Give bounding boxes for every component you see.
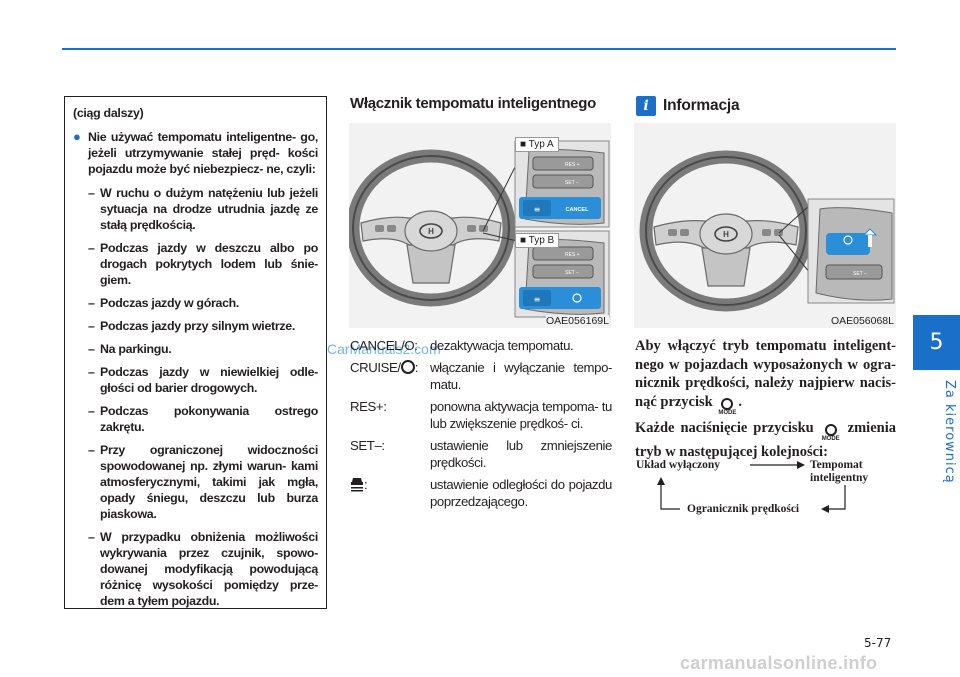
info-paragraph-2: Każde naciśnięcie przycisku MODE zmienia…: [635, 419, 896, 460]
definition-term: :: [350, 476, 430, 510]
definition-desc: ustawienie lub zmniejszenie prędkości.: [430, 438, 612, 470]
cycle-arrows: [657, 461, 846, 513]
vehicle-distance-icon: [351, 478, 363, 492]
watermark: CarManuals2.com: [327, 341, 441, 357]
warning-bullet: ● Nie używać tempomatu inteligentne- go,…: [73, 129, 318, 177]
page-number: 5-77: [864, 636, 892, 650]
svg-text:SET −: SET −: [565, 270, 579, 276]
cruise-mode-icon: [400, 360, 415, 374]
mode-button-icon: MODE: [718, 397, 736, 417]
chapter-number-tab[interactable]: 5: [913, 315, 960, 370]
list-item: –Na parkingu.: [88, 342, 172, 356]
steering-wheel-mode-illustration: H SET −: [639, 150, 895, 312]
definition-desc: ustawienie odległości do pojazdu poprzed…: [430, 477, 612, 509]
set-label-2: SET −: [853, 271, 867, 277]
cycle-speed-limiter: Ogranicznik prędkości: [687, 503, 800, 515]
cycle-smart-cruise: Tempomat inteligentny: [810, 459, 869, 484]
definition-term: CRUISE/:: [350, 360, 418, 375]
figure-code: OAE056169L: [545, 315, 609, 327]
list-item: –Podczas jazdy przy silnym wietrze.: [88, 319, 296, 333]
definition-term: RES+:: [350, 399, 387, 414]
steering-wheel-figure: H RES + SET − ≡ CANCEL RES + SET − ≡ ■ T…: [349, 123, 611, 328]
definition-row: CRUISE/: włączanie i wyłączanie tempo- m…: [350, 359, 612, 393]
svg-text:H: H: [428, 227, 434, 236]
definition-row: SET–: ustawienie lub zmniejszenie prędko…: [350, 437, 612, 471]
switch-definitions: CANCEL/O: dezaktywacja tempomatu. CRUISE…: [350, 337, 612, 515]
warning-continued-box: (ciąg dalszy) ● Nie używać tempomatu int…: [64, 96, 327, 609]
type-b-label: ■ Typ B: [515, 233, 560, 248]
info-header: i Informacja: [636, 96, 740, 116]
continued-title: (ciąg dalszy): [73, 106, 144, 120]
list-item: –Podczas jazdy w deszczu albo po drogach…: [88, 241, 318, 287]
condition-list: –W ruchu o dużym natężeniu lub jeżeli sy…: [88, 185, 318, 609]
figure-code-2: OAE056068L: [830, 315, 894, 327]
section-heading: Włącznik tempomatu inteligentnego: [350, 95, 596, 112]
type-a-label: ■ Typ A: [515, 137, 559, 152]
info-icon: i: [636, 96, 656, 116]
definition-term: SET–:: [350, 438, 385, 453]
svg-text:RES +: RES +: [565, 252, 580, 258]
header-rule: [62, 48, 896, 50]
svg-text:H: H: [723, 230, 729, 239]
list-item: –Podczas jazdy w górach.: [88, 296, 240, 310]
info-text: Aby włączyć tryb tempomatu inteligent- n…: [635, 337, 896, 461]
cancel-label: CANCEL: [566, 207, 590, 213]
definition-term: CANCEL/O:: [350, 338, 418, 353]
mode-button-figure: H SET − OAE056068L: [634, 123, 896, 328]
res-label: RES +: [565, 162, 580, 168]
mode-button-icon: MODE: [822, 423, 840, 443]
mode-button-icon: [843, 235, 853, 245]
svg-text:≡: ≡: [534, 295, 541, 304]
info-title: Informacja: [663, 97, 740, 114]
list-item: –Podczas pokonywania ostrego zakrętu.: [88, 404, 318, 434]
chapter-label: Za kierownicą: [942, 380, 957, 484]
list-item: –Podczas jazdy w niewielkiej odle- głośc…: [88, 365, 318, 395]
mode-cycle-diagram: Układ wyłączony Tempomat inteligentny Og…: [635, 455, 896, 525]
definition-row: CANCEL/O: dezaktywacja tempomatu.: [350, 337, 612, 354]
svg-text:≡: ≡: [534, 205, 541, 214]
list-item: –W ruchu o dużym natężeniu lub jeżeli sy…: [88, 186, 318, 232]
info-paragraph-1: Aby włączyć tryb tempomatu inteligent- n…: [635, 338, 896, 417]
cycle-system-off: Układ wyłączony: [636, 459, 721, 471]
definition-row: RES+: ponowna aktywacja tempoma- tu lub …: [350, 398, 612, 432]
definition-row: : ustawienie odległości do pojazdu poprz…: [350, 476, 612, 510]
definition-desc: włączanie i wyłączanie tempo- matu.: [430, 360, 612, 392]
footer-watermark: carmanualsonline.info: [680, 653, 878, 673]
bullet-dot-icon: ●: [73, 129, 81, 144]
list-item: –W przypadku obniżenia możliwości wykryw…: [88, 530, 318, 608]
warning-bullet-text: Nie używać tempomatu inteligentne- go, j…: [88, 130, 318, 176]
definition-desc: ponowna aktywacja tempoma- tu lub zwięks…: [430, 399, 612, 431]
definition-desc: dezaktywacja tempomatu.: [430, 338, 574, 353]
steering-wheel-illustration: H RES + SET − ≡ CANCEL RES + SET − ≡: [349, 140, 610, 318]
set-label: SET −: [565, 180, 579, 186]
list-item: –Przy ograniczonej widoczności spowodowa…: [88, 443, 318, 521]
